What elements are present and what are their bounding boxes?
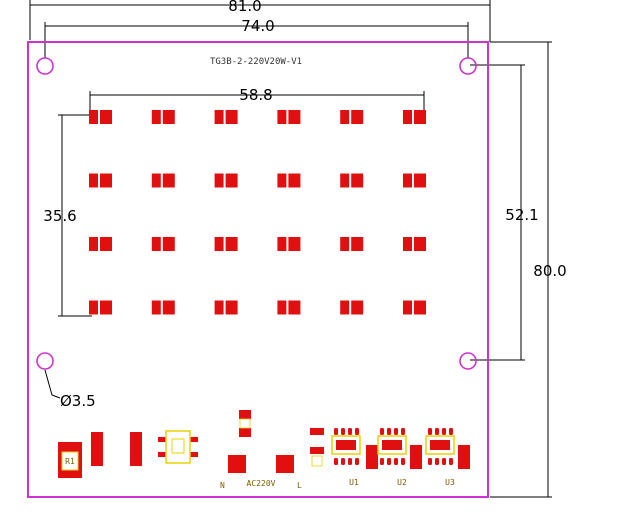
led-pad <box>403 300 426 315</box>
resistor-vertical-1 <box>91 432 103 466</box>
rectifier-component: R1 <box>58 442 82 478</box>
led-pad <box>151 173 175 188</box>
dim-overall-width-label: 81.0 <box>228 0 261 15</box>
dim-hole-spacing-x-label: 74.0 <box>241 17 274 35</box>
u1-label: U1 <box>349 478 359 487</box>
small-resistor-u1-top <box>310 428 324 435</box>
small-capacitor <box>239 410 251 437</box>
small-cap-u2 <box>366 445 378 469</box>
small-resistor-u1-mark <box>311 455 323 467</box>
terminal-l-pad <box>276 455 294 473</box>
mounting-hole-bottom-right <box>459 352 477 370</box>
driver-ics <box>331 428 455 465</box>
driver-ic-2 <box>377 428 407 465</box>
led-pad <box>89 300 112 315</box>
led-pad <box>89 173 112 188</box>
led-pad <box>214 237 238 251</box>
led-pad <box>151 237 175 251</box>
driver-ic-3 <box>425 428 455 465</box>
sot-package <box>158 430 198 464</box>
resistor-vertical-2 <box>130 432 142 466</box>
dim-led-array-height-label: 35.6 <box>43 207 76 225</box>
terminal-l-label: L <box>297 481 302 490</box>
led-pad <box>340 110 364 124</box>
dim-hole-spacing-y-label: 52.1 <box>505 206 538 224</box>
terminal-n-label: N <box>220 481 225 490</box>
led-pad <box>340 237 364 251</box>
dimension-lines <box>29 0 552 498</box>
led-pad <box>277 237 301 251</box>
small-cap-right <box>458 445 470 469</box>
led-pad <box>151 110 175 124</box>
mounting-hole-bottom-left <box>36 352 54 370</box>
led-pad <box>151 300 175 315</box>
led-pad <box>277 300 301 315</box>
led-pad <box>214 173 238 188</box>
led-pad <box>277 110 301 124</box>
led-pad <box>214 300 238 315</box>
board-outline <box>27 41 489 498</box>
led-pad <box>403 173 426 188</box>
led-pad <box>403 110 426 124</box>
mounting-holes <box>36 57 477 370</box>
led-pad <box>277 173 301 188</box>
led-pad <box>89 110 112 124</box>
board-label: TG3B-2-220V20W-V1 <box>210 57 302 67</box>
led-pad <box>214 110 238 124</box>
small-resistor-u1-bottom <box>310 447 324 454</box>
dim-hole-diameter-leader <box>44 369 61 399</box>
led-pad <box>340 300 364 315</box>
rectifier-label: R1 <box>65 457 75 466</box>
input-voltage-label: AC220V <box>247 479 276 488</box>
led-pad <box>340 173 364 188</box>
led-pad <box>89 237 112 251</box>
led-array <box>89 110 426 315</box>
dim-overall-height-label: 80.0 <box>533 262 566 280</box>
u2-label: U2 <box>397 478 407 487</box>
mounting-hole-top-right <box>459 57 477 75</box>
u3-label: U3 <box>445 478 455 487</box>
driver-ic-1 <box>331 428 361 465</box>
dim-hole-diameter-label: Ø3.5 <box>60 392 96 410</box>
dim-led-array-width-label: 58.8 <box>239 86 272 104</box>
terminal-n-pad <box>228 455 246 473</box>
component-area: R1 N AC220V L <box>58 410 470 490</box>
led-pad <box>403 237 426 251</box>
mounting-hole-top-left <box>36 57 54 75</box>
small-cap-u3 <box>410 445 422 469</box>
